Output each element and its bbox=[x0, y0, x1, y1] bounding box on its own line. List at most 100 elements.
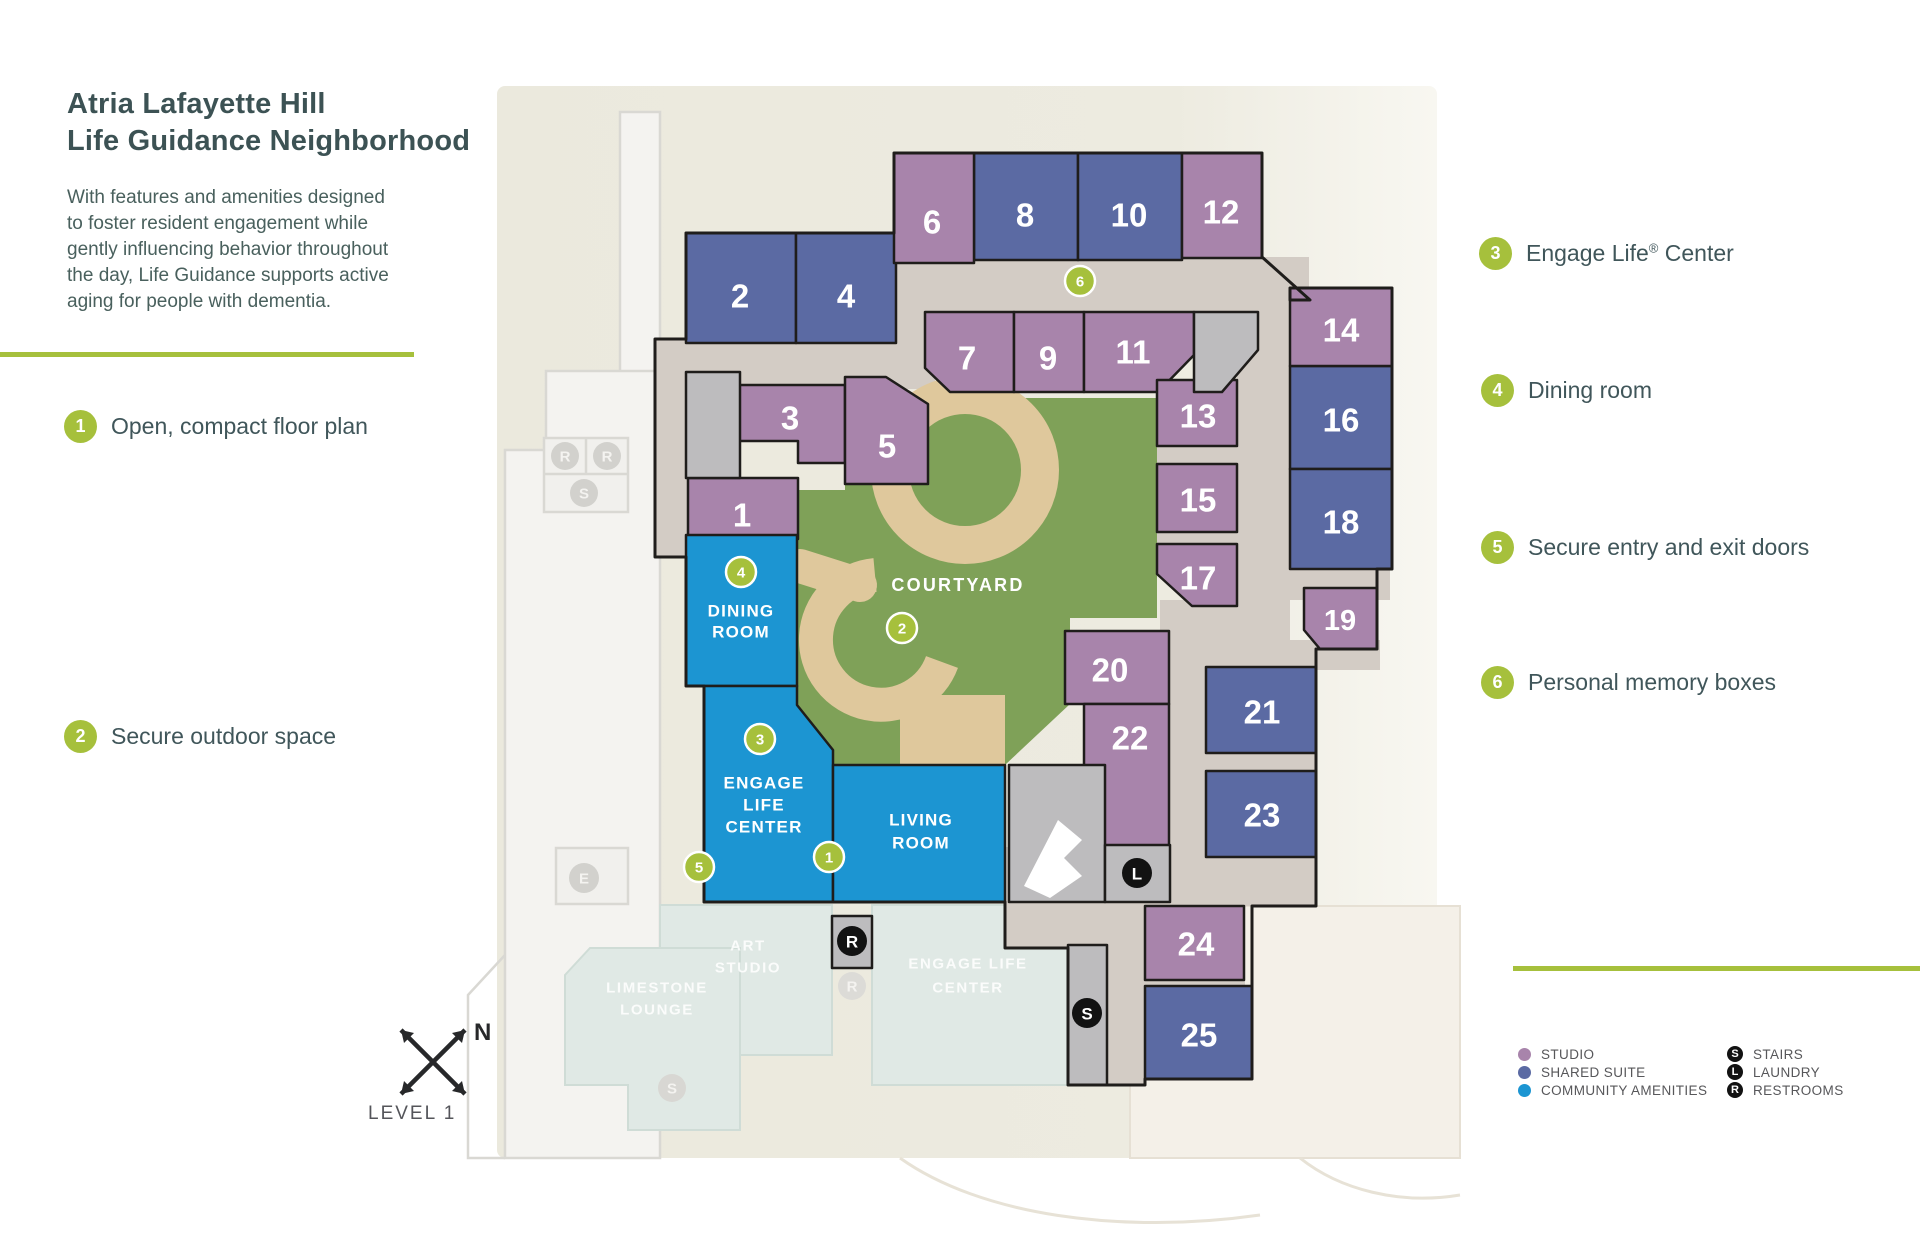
svg-text:R: R bbox=[560, 449, 571, 466]
courtyard-label: COURTYARD bbox=[891, 575, 1024, 595]
compass: N bbox=[399, 1019, 491, 1096]
ghost-restroom-badge: R bbox=[551, 442, 579, 470]
callout-memory-boxes: 6 Personal memory boxes bbox=[1481, 666, 1776, 699]
engage-life-center-label: ENGAGE bbox=[724, 774, 805, 793]
room-20 bbox=[1063, 629, 1171, 706]
room-number: 9 bbox=[1039, 340, 1057, 377]
room-4 bbox=[794, 231, 898, 345]
svg-text:4: 4 bbox=[737, 565, 746, 582]
svg-text:S: S bbox=[1081, 1005, 1092, 1024]
svg-text:S: S bbox=[667, 1081, 677, 1098]
room-number: 22 bbox=[1112, 720, 1149, 757]
callout-engage-life-center: 3 Engage Life® Center bbox=[1479, 237, 1734, 270]
callout-dining-room: 4 Dining room bbox=[1481, 374, 1652, 407]
room-number: 25 bbox=[1181, 1017, 1218, 1054]
level-label: LEVEL 1 bbox=[368, 1103, 457, 1124]
engage-life-center-label: CENTER bbox=[725, 818, 802, 837]
room-11 bbox=[1082, 310, 1196, 394]
room-10 bbox=[1076, 151, 1184, 262]
ghost-art-studio-label: STUDIO bbox=[715, 960, 781, 977]
ghost-elevator-badge: E bbox=[569, 863, 599, 893]
room-number: 7 bbox=[958, 340, 976, 377]
svg-text:5: 5 bbox=[695, 860, 703, 877]
ghost-teal-rooms bbox=[564, 904, 1069, 1131]
legend-item-shared-suite: SHARED SUITE bbox=[1518, 1063, 1646, 1081]
room-21 bbox=[1204, 665, 1318, 755]
ghost-lounge-label: LOUNGE bbox=[620, 1002, 694, 1019]
room-number: 2 bbox=[731, 278, 749, 315]
callout-open-floor-plan: 1 Open, compact floor plan bbox=[64, 410, 368, 443]
legend-item-studio: STUDIO bbox=[1518, 1045, 1594, 1063]
callout-number-badge: 6 bbox=[1481, 666, 1514, 699]
ghost-elc-label: ENGAGE LIFE bbox=[908, 956, 1027, 973]
callout-number-badge: 2 bbox=[64, 720, 97, 753]
room-16 bbox=[1288, 364, 1394, 471]
room-12 bbox=[1180, 151, 1264, 260]
callout-number-badge: 4 bbox=[1481, 374, 1514, 407]
page-title: Atria Lafayette Hill Life Guidance Neigh… bbox=[67, 88, 471, 157]
utility-room bbox=[1192, 310, 1260, 394]
community-amenities-color-dot bbox=[1518, 1083, 1531, 1097]
callout-number-badge: 5 bbox=[1481, 531, 1514, 564]
room-17 bbox=[1155, 542, 1239, 608]
room-number: 5 bbox=[878, 428, 896, 465]
ghost-restroom-badge: R bbox=[838, 972, 866, 1000]
legend-item-community-amenities: COMMUNITY AMENITIES bbox=[1518, 1081, 1707, 1099]
room-5 bbox=[843, 375, 930, 486]
living-room-label: ROOM bbox=[892, 834, 950, 853]
shared-suite-color-dot bbox=[1518, 1065, 1531, 1079]
callout-number-badge: 3 bbox=[1479, 237, 1512, 270]
ghost-elc-label: CENTER bbox=[932, 980, 1003, 997]
entry-arrow bbox=[1024, 820, 1082, 898]
living-room bbox=[831, 763, 1007, 904]
callout-label: Dining room bbox=[1528, 377, 1652, 403]
plan-callout-2: 2 bbox=[885, 611, 919, 645]
room-1 bbox=[686, 476, 800, 541]
stairs-icon: S bbox=[1727, 1046, 1743, 1062]
room-6 bbox=[892, 151, 976, 265]
room-number: 16 bbox=[1323, 402, 1360, 439]
room-number: 4 bbox=[837, 278, 856, 315]
page-description: With features and amenities designed to … bbox=[67, 187, 389, 312]
room-number: 8 bbox=[1016, 197, 1034, 234]
laundry-badge: L bbox=[1122, 858, 1152, 888]
engage-life-center-label: LIFE bbox=[743, 796, 785, 815]
room-number: 19 bbox=[1324, 605, 1356, 637]
outer-wall bbox=[653, 151, 1394, 1087]
divider-line bbox=[0, 352, 414, 357]
svg-text:R: R bbox=[846, 933, 858, 952]
living-room-label: LIVING bbox=[889, 811, 953, 830]
room-24 bbox=[1143, 904, 1246, 982]
ghost-stairs-badge: S bbox=[570, 479, 598, 507]
ghost-restroom-badge: R bbox=[593, 442, 621, 470]
divider-line bbox=[1513, 966, 1920, 971]
room-number: 3 bbox=[781, 400, 799, 437]
room-number: 24 bbox=[1178, 926, 1215, 963]
svg-text:E: E bbox=[579, 871, 589, 888]
callout-number-badge: 1 bbox=[64, 410, 97, 443]
room-number: 14 bbox=[1323, 312, 1360, 349]
svg-text:6: 6 bbox=[1076, 274, 1084, 291]
studio-color-dot bbox=[1518, 1047, 1531, 1061]
room-number: 18 bbox=[1323, 504, 1360, 541]
room-18 bbox=[1288, 467, 1394, 571]
room-2 bbox=[684, 231, 798, 345]
room-number: 6 bbox=[923, 204, 941, 241]
svg-text:S: S bbox=[579, 486, 589, 503]
room-23 bbox=[1204, 769, 1318, 859]
room-number: 10 bbox=[1111, 197, 1148, 234]
callout-label: Secure entry and exit doors bbox=[1528, 534, 1810, 560]
callout-label: Secure outdoor space bbox=[111, 723, 337, 749]
legend-item-laundry: L LAUNDRY bbox=[1727, 1063, 1820, 1081]
svg-text:2: 2 bbox=[898, 621, 906, 638]
svg-text:L: L bbox=[1132, 865, 1142, 884]
plan-callout-4: 4 bbox=[724, 555, 758, 589]
svg-text:1: 1 bbox=[825, 850, 833, 867]
compass-north-label: N bbox=[474, 1019, 491, 1046]
ghost-limestone-lounge bbox=[564, 947, 741, 1131]
svg-text:R: R bbox=[602, 449, 613, 466]
plan-callout-5: 5 bbox=[682, 850, 716, 884]
legend-item-restrooms: R RESTROOMS bbox=[1727, 1081, 1844, 1099]
utility-room bbox=[684, 370, 742, 480]
